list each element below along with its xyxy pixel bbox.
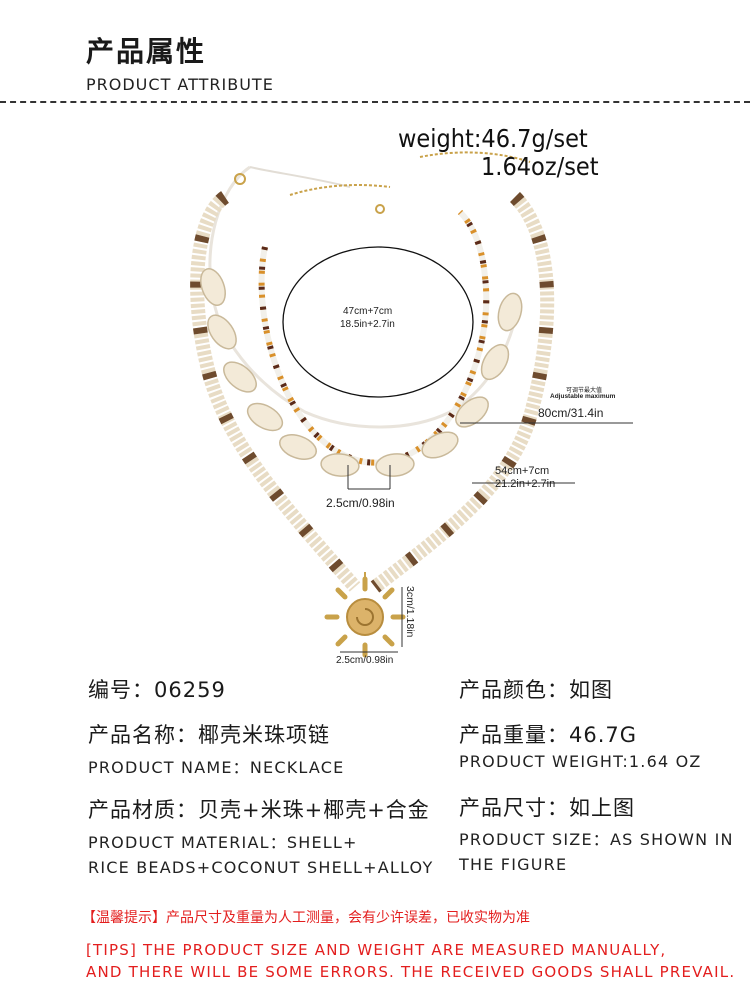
outer-length-label: 80cm/31.4in <box>538 406 604 420</box>
middle-length-in: 21.2in+2.7in <box>495 478 556 490</box>
product-size-en-line1: PRODUCT SIZE：AS SHOWN IN <box>459 830 734 849</box>
weight-grams-label: weight:46.7g/set <box>398 124 588 153</box>
section-title-cn: 产品属性 <box>86 35 207 68</box>
tips-cn: 【温馨提示】产品尺寸及重量为人工测量，会有少许误差，已收实物为准 <box>82 910 530 926</box>
product-code: 编号：06259 <box>88 678 226 702</box>
product-material-en-line1: PRODUCT MATERIAL：SHELL+ <box>88 833 358 852</box>
product-weight-cn: 产品重量：46.7G <box>459 723 638 747</box>
pendant-height-label: 3cm/1.18in <box>404 586 416 638</box>
tips-en-line2: AND THERE WILL BE SOME ERRORS. THE RECEI… <box>86 963 736 981</box>
product-material-en-line2: RICE BEADS+COCONUT SHELL+ALLOY <box>88 858 434 877</box>
product-name-en: PRODUCT NAME：NECKLACE <box>88 758 345 777</box>
necklace-product-image <box>100 127 648 670</box>
lobster-clasp <box>234 173 246 185</box>
product-name-cn: 产品名称：椰壳米珠项链 <box>88 723 330 747</box>
adjustable-max-en: Adjustable maximum <box>550 393 616 400</box>
sun-pendant <box>324 572 406 658</box>
inner-length-cm: 47cm+7cm <box>343 306 393 317</box>
weight-ounces-label: 1.64oz/set <box>481 152 599 181</box>
product-weight-en: PRODUCT WEIGHT:1.64 OZ <box>459 752 702 771</box>
middle-length-cm: 54cm+7cm <box>495 465 550 477</box>
product-size-cn: 产品尺寸：如上图 <box>459 796 635 820</box>
cowrie-shells <box>200 268 523 477</box>
product-material-cn: 产品材质：贝壳+米珠+椰壳+合金 <box>88 798 430 822</box>
inner-length-circle <box>282 246 474 398</box>
gold-chain <box>289 183 391 196</box>
pendant-width-label: 2.5cm/0.98in <box>336 655 394 666</box>
dashed-divider <box>0 101 750 103</box>
shell-necklace-cord <box>208 165 520 429</box>
coconut-bead-strand-right <box>370 192 555 593</box>
section-title-en: PRODUCT ATTRIBUTE <box>86 75 274 94</box>
tips-en-line1: [TIPS] THE PRODUCT SIZE AND WEIGHT ARE M… <box>86 941 667 959</box>
product-color: 产品颜色：如图 <box>459 678 613 702</box>
adjustable-max-cn: 可调节最大值 <box>566 388 603 394</box>
gold-chain-extender <box>419 151 531 163</box>
product-size-en-line2: THE FIGURE <box>459 855 568 874</box>
shell-size-label: 2.5cm/0.98in <box>326 496 395 510</box>
inner-length-in: 18.5in+2.7in <box>340 319 395 330</box>
